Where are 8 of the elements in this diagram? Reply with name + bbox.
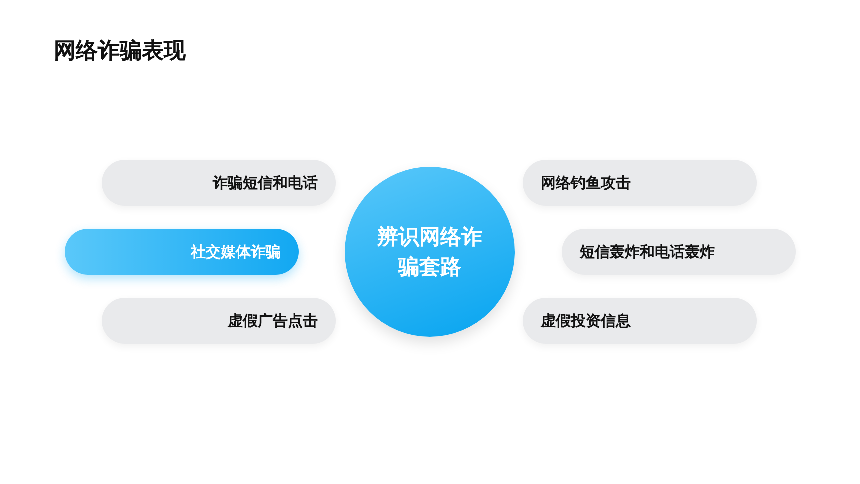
topic-pill: 虚假广告点击 <box>102 298 336 344</box>
circle-label: 辨识网络诈骗套路 <box>376 224 484 281</box>
title: 网络诈骗表现 <box>54 38 186 66</box>
topic-pill: 虚假投资信息 <box>523 298 757 344</box>
topic-pill: 网络钓鱼攻击 <box>523 160 757 206</box>
highlighted-pill: 社交媒体诈骗 <box>65 229 299 275</box>
topic-pill: 短信轰炸和电话轰炸 <box>562 229 796 275</box>
topic-pill: 诈骗短信和电话 <box>102 160 336 206</box>
